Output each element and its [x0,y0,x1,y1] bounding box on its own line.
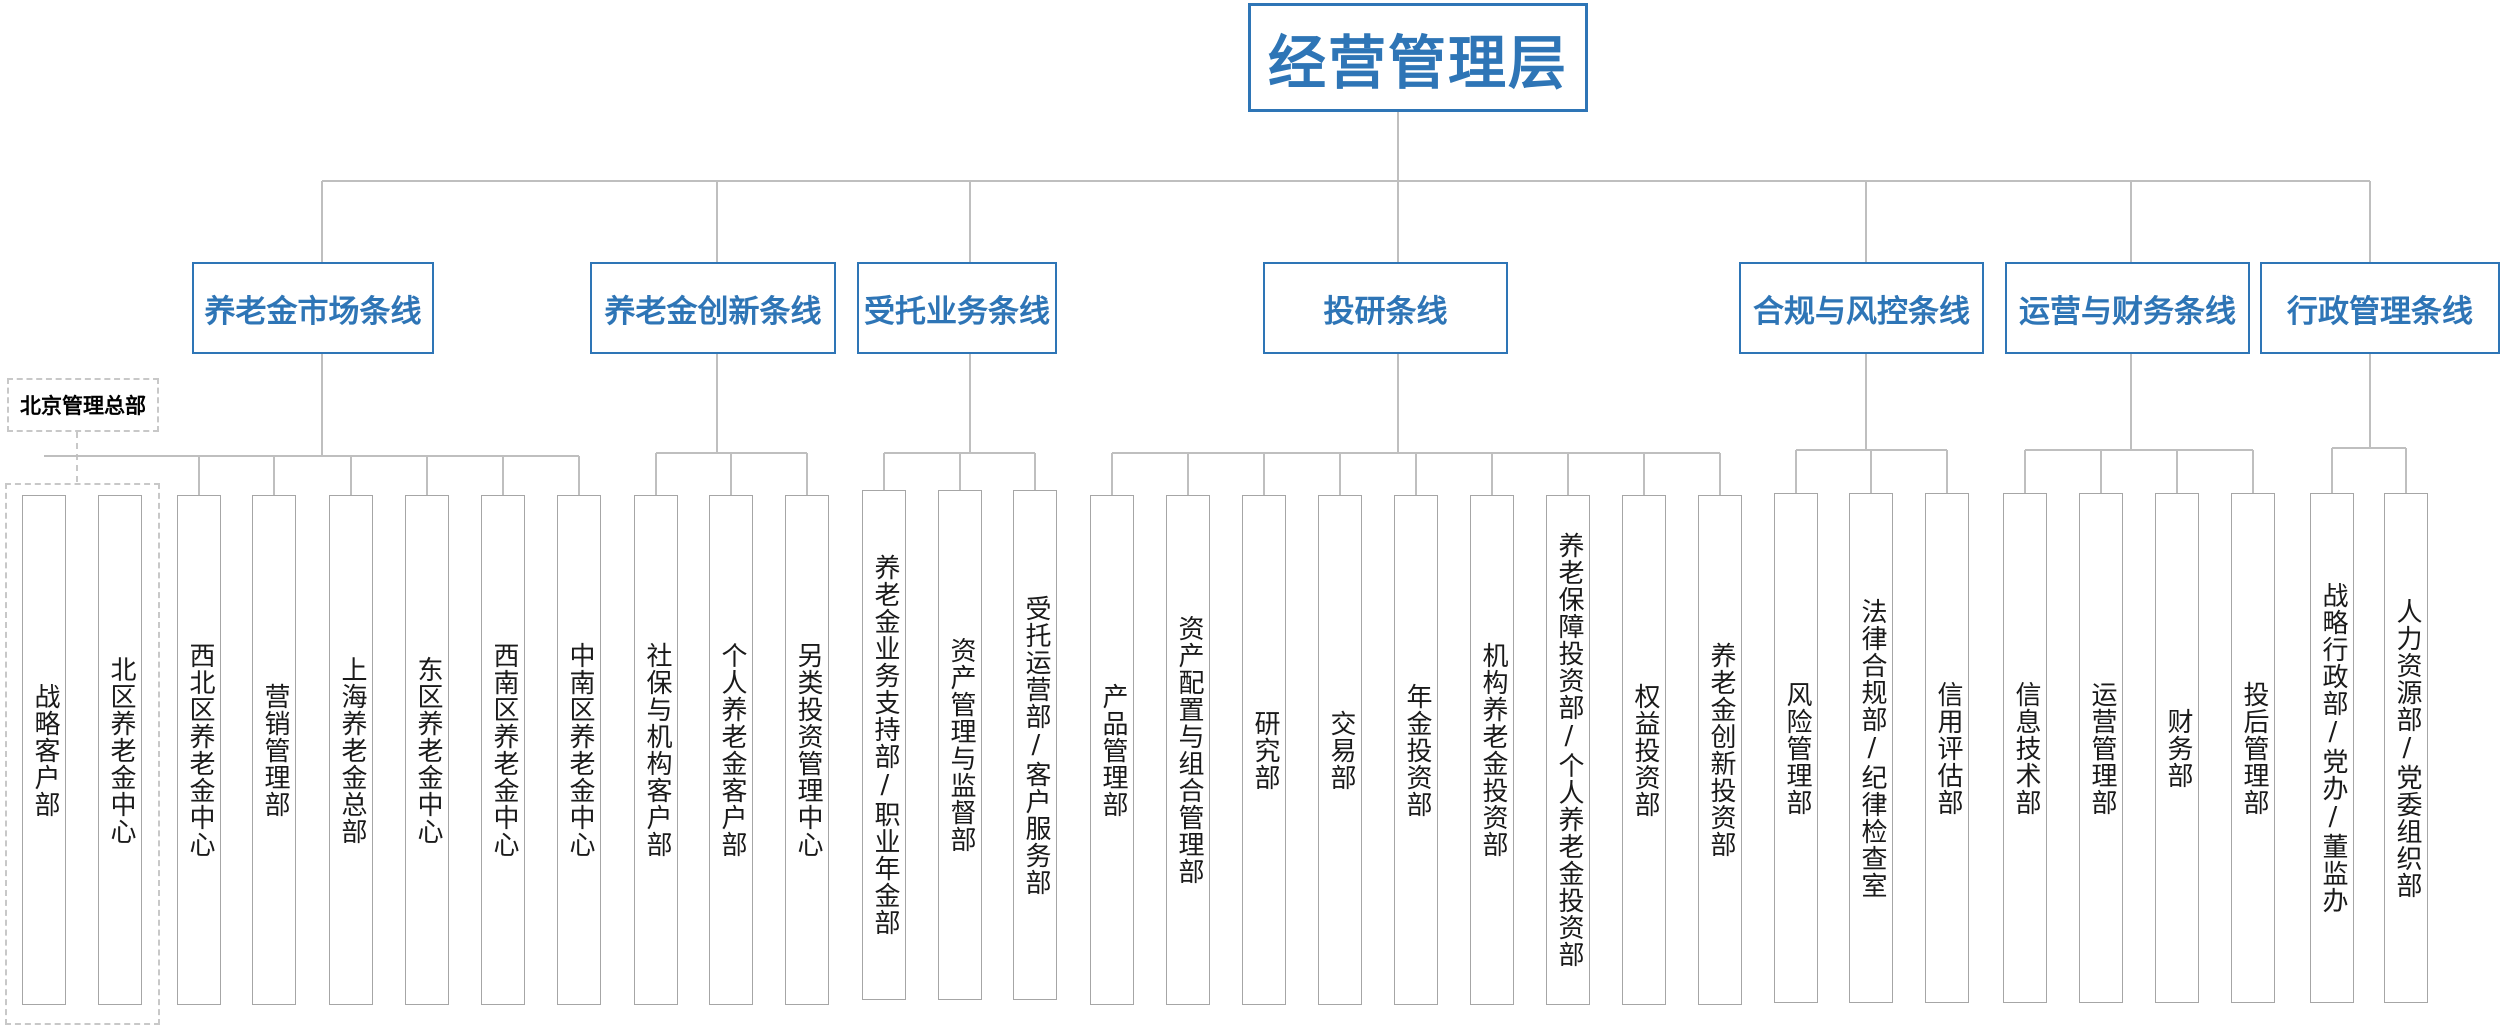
dept-box: 养老金业务支持部/职业年金部 [862,490,906,1000]
dept-box: 资产管理与监督部 [938,490,982,1000]
line-box-3: 受托业务条线 [857,262,1057,354]
dept-label: 资产配置与组合管理部 [1173,615,1204,885]
dept-box: 法律合规部/纪律检查室 [1849,493,1893,1003]
dept-box: 投后管理部 [2231,493,2275,1003]
line-box-4: 投研条线 [1263,262,1508,354]
dept-label: 西南区养老金中心 [488,642,519,858]
dept-label: 信息技术部 [2010,680,2041,816]
line-box-7: 行政管理条线 [2260,262,2500,354]
dept-label: 战略行政部/党办/董监办 [2317,582,2348,914]
dept-label: 人力资源部/党委组织部 [2391,597,2422,899]
dept-box: 营销管理部 [252,495,296,1005]
top-management-label: 经营管理层 [1267,28,1568,97]
dept-box: 受托运营部/客户服务部 [1013,490,1057,1000]
dept-label: 受托运营部/客户服务部 [1020,594,1051,896]
dept-box: 信用评估部 [1925,493,1969,1003]
line-box-6: 运营与财务条线 [2005,262,2250,354]
line-box-5: 合规与风控条线 [1739,262,1984,354]
dept-box: 权益投资部 [1622,495,1666,1005]
dept-label: 法律合规部/纪律检查室 [1856,597,1887,899]
dept-box: 东区养老金中心 [405,495,449,1005]
beijing-hq-box: 北京管理总部 [7,378,159,432]
dept-box: 北区养老金中心 [98,495,142,1005]
dept-label: 战略客户部 [29,682,60,818]
line-box-label: 投研条线 [1323,293,1448,330]
dept-box: 年金投资部 [1394,495,1438,1005]
dept-label: 研究部 [1249,709,1280,791]
dept-box: 交易部 [1318,495,1362,1005]
dept-box: 个人养老金客户部 [709,495,753,1005]
line-box-label: 合规与风控条线 [1753,293,1970,330]
line-box-2: 养老金创新条线 [590,262,836,354]
dept-label: 另类投资管理中心 [792,642,823,858]
dept-box: 人力资源部/党委组织部 [2384,493,2428,1003]
dept-label: 年金投资部 [1401,682,1432,818]
dept-label: 养老保障投资部/个人养老金投资部 [1553,532,1584,968]
dept-label: 营销管理部 [259,682,290,818]
dept-label: 养老金创新投资部 [1705,642,1736,858]
dept-box: 财务部 [2155,493,2199,1003]
beijing-hq-label: 北京管理总部 [20,394,146,418]
dept-label: 产品管理部 [1097,682,1128,818]
dept-box: 西北区养老金中心 [177,495,221,1005]
dept-label: 交易部 [1325,709,1356,791]
dept-box: 战略行政部/党办/董监办 [2310,493,2354,1003]
dept-label: 权益投资部 [1629,682,1660,818]
dept-box: 战略客户部 [22,495,66,1005]
dept-label: 北区养老金中心 [105,655,136,845]
line-box-label: 运营与财务条线 [2019,293,2236,330]
line-box-label: 养老金创新条线 [604,293,822,330]
dept-label: 养老金业务支持部/职业年金部 [869,554,900,936]
top-management-box: 经营管理层 [1248,3,1588,112]
dept-box: 养老金创新投资部 [1698,495,1742,1005]
dept-label: 投后管理部 [2238,680,2269,816]
dept-box: 信息技术部 [2003,493,2047,1003]
dept-box: 西南区养老金中心 [481,495,525,1005]
dept-box: 养老保障投资部/个人养老金投资部 [1546,495,1590,1005]
dept-label: 上海养老金总部 [336,655,367,845]
dept-label: 机构养老金投资部 [1477,642,1508,858]
dept-box: 风险管理部 [1774,493,1818,1003]
line-box-label: 受托业务条线 [864,293,1050,330]
dept-label: 风险管理部 [1781,680,1812,816]
line-box-1: 养老金市场条线 [192,262,434,354]
dept-box: 中南区养老金中心 [557,495,601,1005]
dept-box: 社保与机构客户部 [634,495,678,1005]
dept-box: 另类投资管理中心 [785,495,829,1005]
dept-label: 西北区养老金中心 [184,642,215,858]
dept-box: 上海养老金总部 [329,495,373,1005]
dept-box: 资产配置与组合管理部 [1166,495,1210,1005]
dept-box: 运营管理部 [2079,493,2123,1003]
dept-label: 中南区养老金中心 [564,642,595,858]
dept-box: 产品管理部 [1090,495,1134,1005]
dept-label: 个人养老金客户部 [716,642,747,858]
dept-label: 信用评估部 [1932,680,1963,816]
dept-label: 财务部 [2162,707,2193,789]
dept-box: 研究部 [1242,495,1286,1005]
beijing-hq-group-outline [5,483,160,1025]
dept-label: 东区养老金中心 [412,655,443,845]
dept-label: 运营管理部 [2086,680,2117,816]
dept-label: 社保与机构客户部 [641,642,672,858]
line-box-label: 养老金市场条线 [204,293,422,330]
line-box-label: 行政管理条线 [2287,293,2473,330]
dept-label: 资产管理与监督部 [945,637,976,853]
dept-box: 机构养老金投资部 [1470,495,1514,1005]
